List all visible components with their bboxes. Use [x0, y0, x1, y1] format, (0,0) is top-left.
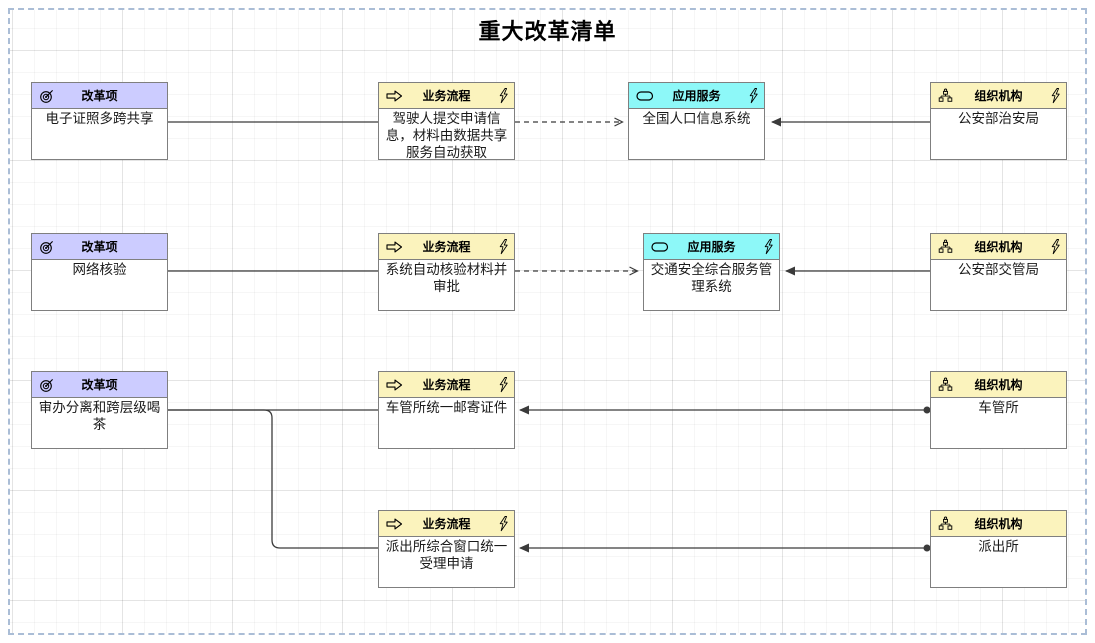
right-block-arrow-icon: [386, 378, 403, 391]
node-reform-1[interactable]: 改革项 电子证照多跨共享: [31, 82, 168, 160]
node-process-1[interactable]: 业务流程 驾驶人提交申请信息，材料由数据共享服务自动获取: [378, 82, 515, 160]
node-label: 公安部交管局: [958, 262, 1039, 277]
edge-org4-source-dot: [923, 544, 931, 552]
node-type-label: 业务流程: [422, 517, 471, 531]
org-chart-icon: [938, 516, 953, 531]
node-process-3[interactable]: 业务流程 车管所统一邮寄证件: [378, 371, 515, 449]
node-org-2[interactable]: 组织机构 公安部交管局: [930, 233, 1067, 311]
goal-target-icon: [39, 239, 55, 255]
goal-target-icon: [39, 88, 55, 104]
node-reform-3[interactable]: 改革项 审办分离和跨层级喝茶: [31, 371, 168, 449]
lightning-bolt-icon: [498, 515, 509, 532]
node-label: 派出所综合窗口统一受理申请: [385, 539, 508, 571]
edge-org3-source-dot: [923, 406, 931, 414]
lightning-bolt-icon: [1050, 238, 1061, 255]
right-block-arrow-icon: [386, 517, 403, 530]
stadium-icon: [636, 90, 654, 101]
org-chart-icon: [938, 377, 953, 392]
node-label: 电子证照多跨共享: [45, 111, 154, 126]
node-type-label: 应用服务: [687, 240, 736, 254]
goal-target-icon: [39, 377, 55, 393]
node-org-3[interactable]: 组织机构 车管所: [930, 371, 1067, 449]
node-org-1[interactable]: 组织机构 公安部治安局: [930, 82, 1067, 160]
node-type-label: 组织机构: [974, 89, 1023, 103]
org-chart-icon: [938, 88, 953, 103]
node-type-label: 业务流程: [422, 89, 471, 103]
node-label: 驾驶人提交申请信息，材料由数据共享服务自动获取: [385, 111, 508, 160]
node-service-1[interactable]: 应用服务 全国人口信息系统: [628, 82, 765, 160]
node-label: 公安部治安局: [958, 111, 1039, 126]
stadium-icon: [651, 241, 669, 252]
node-type-label: 改革项: [81, 89, 118, 103]
diagram-title: 重大改革清单: [478, 19, 617, 44]
node-label: 系统自动核验材料并审批: [385, 262, 508, 294]
node-type-label: 组织机构: [974, 378, 1023, 392]
right-block-arrow-icon: [386, 240, 403, 253]
lightning-bolt-icon: [748, 87, 759, 104]
lightning-bolt-icon: [498, 238, 509, 255]
lightning-bolt-icon: [498, 376, 509, 393]
lightning-bolt-icon: [763, 238, 774, 255]
right-block-arrow-icon: [386, 89, 403, 102]
diagram-canvas: [10, 10, 1085, 633]
node-type-label: 应用服务: [672, 89, 721, 103]
node-label: 审办分离和跨层级喝茶: [38, 400, 161, 432]
node-type-label: 业务流程: [422, 378, 471, 392]
node-label: 车管所: [978, 400, 1019, 415]
org-chart-icon: [938, 239, 953, 254]
node-type-label: 改革项: [81, 240, 118, 254]
node-label: 交通安全综合服务管理系统: [650, 262, 773, 294]
lightning-bolt-icon: [1050, 87, 1061, 104]
node-type-label: 组织机构: [974, 240, 1023, 254]
node-label: 车管所统一邮寄证件: [385, 400, 508, 415]
node-label: 派出所: [978, 539, 1019, 554]
node-process-4[interactable]: 业务流程 派出所综合窗口统一受理申请: [378, 510, 515, 588]
node-type-label: 业务流程: [422, 240, 471, 254]
node-label: 网络核验: [72, 262, 127, 277]
edge-reform3-process4[interactable]: [168, 409, 378, 549]
node-label: 全国人口信息系统: [642, 111, 751, 126]
node-type-label: 改革项: [81, 378, 118, 392]
node-service-2[interactable]: 应用服务 交通安全综合服务管理系统: [643, 233, 780, 311]
node-reform-2[interactable]: 改革项 网络核验: [31, 233, 168, 311]
node-process-2[interactable]: 业务流程 系统自动核验材料并审批: [378, 233, 515, 311]
node-type-label: 组织机构: [974, 517, 1023, 531]
lightning-bolt-icon: [498, 87, 509, 104]
node-org-4[interactable]: 组织机构 派出所: [930, 510, 1067, 588]
